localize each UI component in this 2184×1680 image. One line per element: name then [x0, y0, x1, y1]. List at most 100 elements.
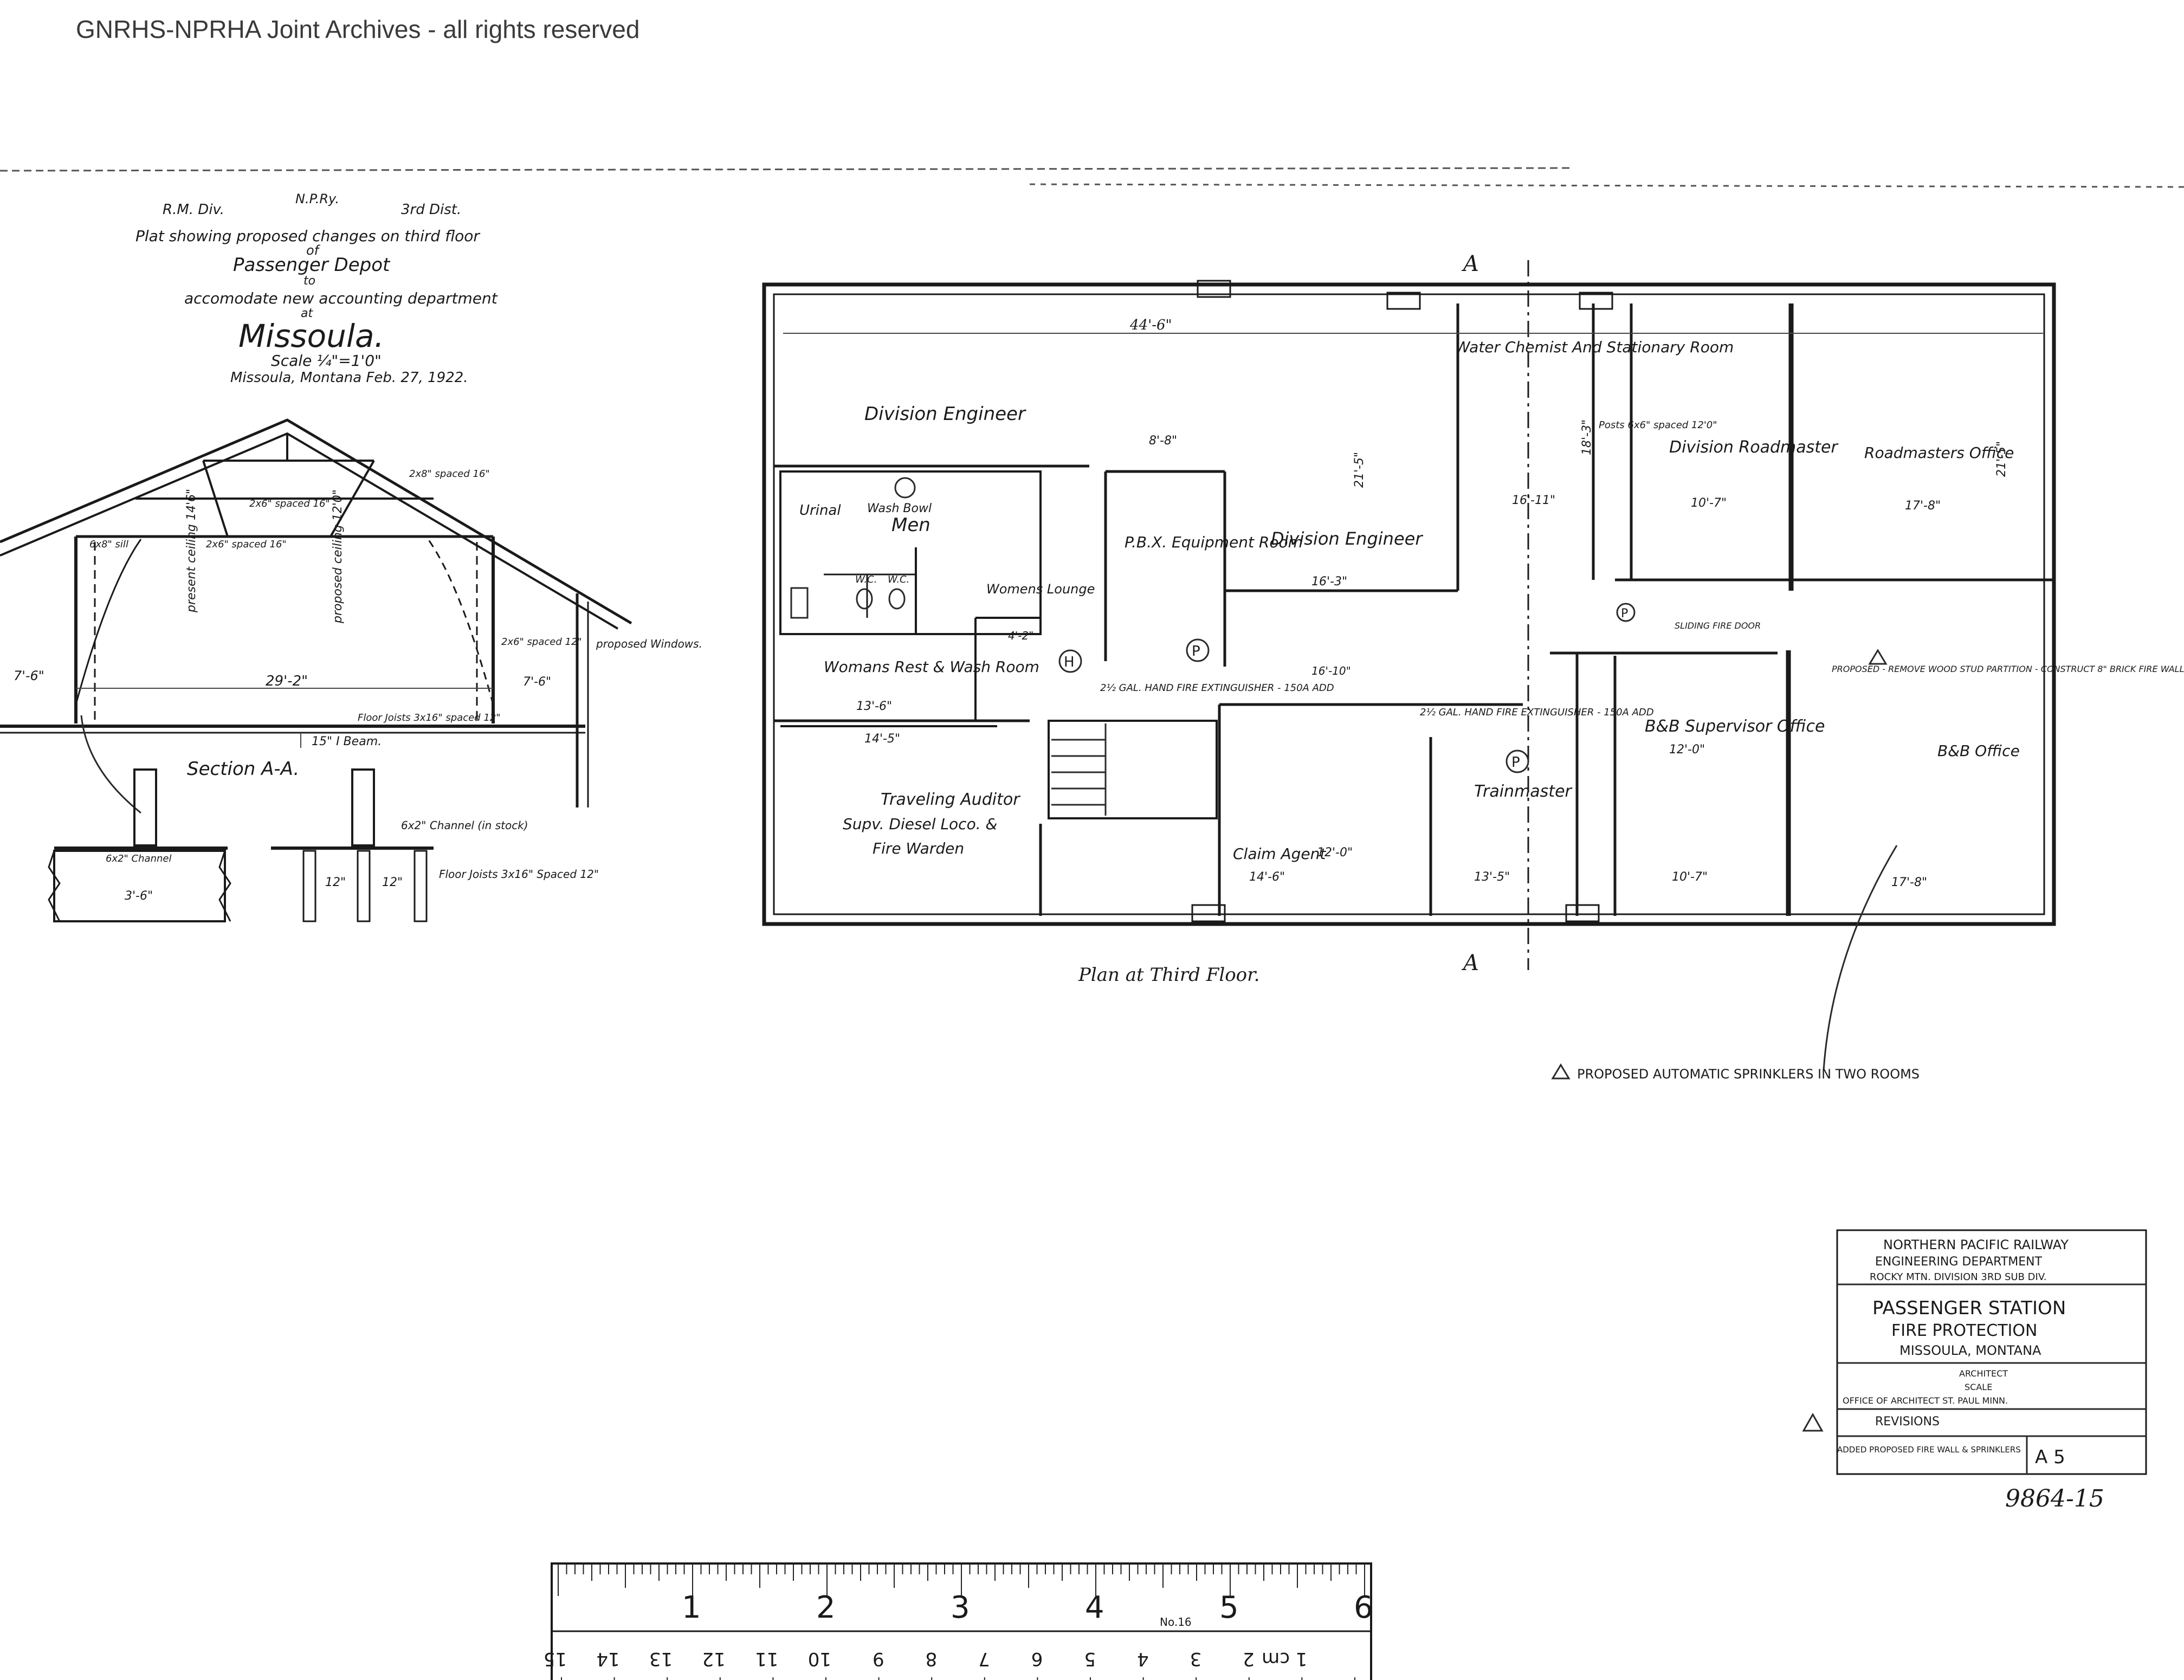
note-district: 3rd Dist. [401, 202, 461, 218]
label-beam: 15" I Beam. [312, 735, 382, 748]
dim-train-width: 13'-5" [1474, 870, 1510, 884]
room-roadmasters-office: Roadmasters Office [1864, 444, 2014, 462]
detail-joist [302, 850, 316, 922]
ruler-cm-label: 4 [1137, 1648, 1149, 1670]
stair-well [1048, 720, 1218, 819]
dim-roadmasters-office-width: 17'-8" [1905, 499, 1941, 513]
label-right-height: 7'-6" [523, 675, 551, 689]
ruler-cm-label: 13 [649, 1648, 673, 1670]
dim-bb-sup-width: 10'-7" [1672, 870, 1708, 884]
title-office: OFFICE OF ARCHITECT ST. PAUL MINN. [1843, 1395, 2008, 1406]
break-line [48, 850, 61, 922]
ruler-cm-label: 9 [873, 1648, 884, 1670]
detail-joist [357, 850, 371, 922]
label-spacing-b: 12" [382, 876, 403, 889]
room-wc-2: W.C. [888, 574, 909, 585]
proposed-triangle-icon [1868, 649, 1888, 665]
title-division: ROCKY MTN. DIVISION 3RD SUB DIV. [1870, 1271, 2047, 1283]
detail-joist [413, 850, 428, 922]
room-water-chemist: Water Chemist And Stationary Room [1455, 338, 1734, 356]
note-sprinklers: PROPOSED AUTOMATIC SPRINKLERS IN TWO ROO… [1577, 1067, 1920, 1082]
title-revision-note: ADDED PROPOSED FIRE WALL & SPRINKLERS [1837, 1445, 2021, 1455]
ruler-inch-label: 5 [1219, 1590, 1239, 1625]
scan-border-line-right [1029, 183, 2184, 188]
window [1197, 280, 1231, 298]
note-sliding-door: SLIDING FIRE DOOR [1675, 621, 1761, 631]
label-collar: 2x6" spaced 16" [249, 498, 330, 509]
dim-rest-width: 13'-6" [856, 700, 892, 713]
note-line1: Plat showing proposed changes on third f… [135, 227, 480, 245]
plan-title: Plan at Third Floor. [1078, 964, 1259, 986]
ruler-ticks [558, 1563, 1365, 1680]
ruler-cm-label: 5 [1084, 1648, 1096, 1670]
note-line6: at [301, 307, 313, 320]
room-division-roadmaster: Division Roadmaster [1669, 438, 1838, 457]
label-tie: 2x6" spaced 16" [206, 539, 287, 550]
section-title: Section A-A. [187, 758, 299, 780]
ruler-cm-label: 8 [926, 1648, 938, 1670]
title-block: NORTHERN PACIFIC RAILWAY ENGINEERING DEP… [1802, 1229, 2147, 1513]
revision-triangle-icon [1802, 1412, 1824, 1432]
room-bb-office: B&B Office [1937, 742, 2020, 760]
title-drawing-no: 9864-15 [2005, 1485, 2104, 1513]
title-scale-label: SCALE [1965, 1382, 1992, 1392]
dim-pbx-width: 8'-8" [1149, 434, 1177, 448]
ruler-model: No.16 [1160, 1616, 1192, 1629]
note-extinguisher-2: 2½ GAL. HAND FIRE EXTINGUISHER - 150A AD… [1420, 707, 1654, 718]
truss-web [202, 460, 229, 537]
dim-water-height: 18'-3" [1580, 419, 1594, 455]
label-windows: proposed Windows. [596, 637, 702, 650]
label-present-ceiling: present ceiling 14'6" [185, 489, 198, 613]
scan-border-line [0, 167, 1572, 172]
dim-bb-sup-inner: 12'-0" [1669, 743, 1705, 757]
ruler-inch-label: 3 [951, 1590, 970, 1625]
window [1386, 292, 1421, 310]
section-marker-top: A [1461, 251, 1479, 276]
svg-text:H: H [1064, 654, 1075, 670]
ruler-cm-label: 7 [978, 1648, 990, 1670]
note-line2: of [306, 243, 321, 258]
room-division-engineer-1: Division Engineer [864, 403, 1026, 425]
note-extinguisher-1: 2½ GAL. HAND FIRE EXTINGUISHER - 150A AD… [1100, 682, 1334, 694]
marker-p1: P [1186, 638, 1210, 662]
header-notes: R.M. Div. N.P.Ry. 3rd Dist. Plat showing… [135, 191, 498, 386]
title-company: NORTHERN PACIFIC RAILWAY [1883, 1237, 2069, 1252]
label-rafters: 2x8" spaced 16" [409, 468, 490, 480]
ruler-cm-label: 14 [596, 1648, 619, 1670]
floor-plan: A A [762, 251, 2184, 1082]
title-line2: FIRE PROTECTION [1891, 1321, 2037, 1340]
dim-auditor-width: 14'-5" [864, 732, 900, 746]
note-line4: to [303, 274, 315, 288]
room-bb-supervisor: B&B Supervisor Office [1645, 717, 1825, 736]
sprinkler-leader [1823, 845, 1898, 1071]
label-stud: 2x6" spaced 12" [501, 636, 582, 648]
dim-overall: 44'-6" [1129, 317, 1172, 333]
title-block-frame [1836, 1229, 2147, 1475]
room-womens-rest: Womans Rest & Wash Room [824, 658, 1039, 676]
wc-fixture [888, 588, 906, 610]
section-a-a: present ceiling 14'6" proposed ceiling 1… [0, 418, 702, 922]
dim-roadmasters-office-height: 21'-5" [1995, 441, 2008, 477]
marker-p2: P [1505, 749, 1529, 773]
dim-de2-width: 16'-3" [1311, 575, 1347, 589]
detail-post-right [351, 768, 375, 847]
truss-web [329, 460, 375, 537]
ruler-inch-label: 4 [1085, 1590, 1104, 1625]
room-pbx: P.B.X. Equipment Room [1125, 533, 1303, 551]
toilet-block [779, 470, 1042, 635]
marker-p3: P [1616, 603, 1636, 622]
plan-outer-wall-inner [773, 293, 2045, 915]
urinal-fixture [790, 587, 809, 619]
label-proposed-ceiling: proposed ceiling 12'0" [331, 489, 345, 624]
section-marker-bottom: A [1461, 951, 1479, 975]
svg-text:P: P [1192, 643, 1200, 660]
dim-corridor: 16'-10" [1311, 664, 1351, 677]
section-leader [80, 715, 141, 814]
note-place-date: Missoula, Montana Feb. 27, 1922. [230, 370, 468, 386]
label-floor-joists: Floor Joists 3x16" spaced 12" [358, 712, 501, 723]
note-line3: Passenger Depot [233, 254, 391, 276]
svg-text:P: P [1621, 607, 1628, 621]
